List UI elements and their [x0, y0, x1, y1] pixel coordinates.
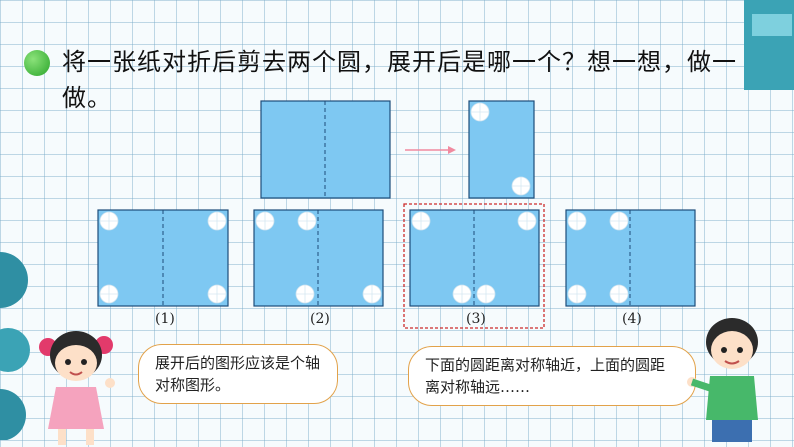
option-3-figure [403, 203, 545, 329]
paper-folded [468, 100, 535, 199]
right-arrow-icon [405, 146, 456, 154]
girl-character-icon [39, 331, 115, 445]
boy-character-icon [687, 318, 758, 442]
option-4-label[interactable]: (4) [622, 311, 642, 327]
decoration-left [0, 252, 30, 440]
option-4-figure [565, 209, 696, 307]
decoration-right [744, 0, 794, 90]
option-2-figure [253, 209, 384, 307]
option-1-figure [97, 209, 229, 307]
paper-unfolded [260, 100, 391, 199]
girl-speech-bubble: 展开后的图形应该是个轴对称图形。 [138, 344, 338, 404]
option-1-label[interactable]: (1) [155, 311, 175, 327]
option-2-label[interactable]: (2) [310, 311, 330, 327]
option-3-label[interactable]: (3) [466, 311, 486, 327]
boy-speech-bubble: 下面的圆距离对称轴近，上面的圆距离对称轴远…… [408, 346, 696, 406]
question-text: 将一张纸对折后剪去两个圆，展开后是哪一个？想一想，做一做。 [62, 48, 737, 112]
green-dot-icon [24, 50, 50, 76]
